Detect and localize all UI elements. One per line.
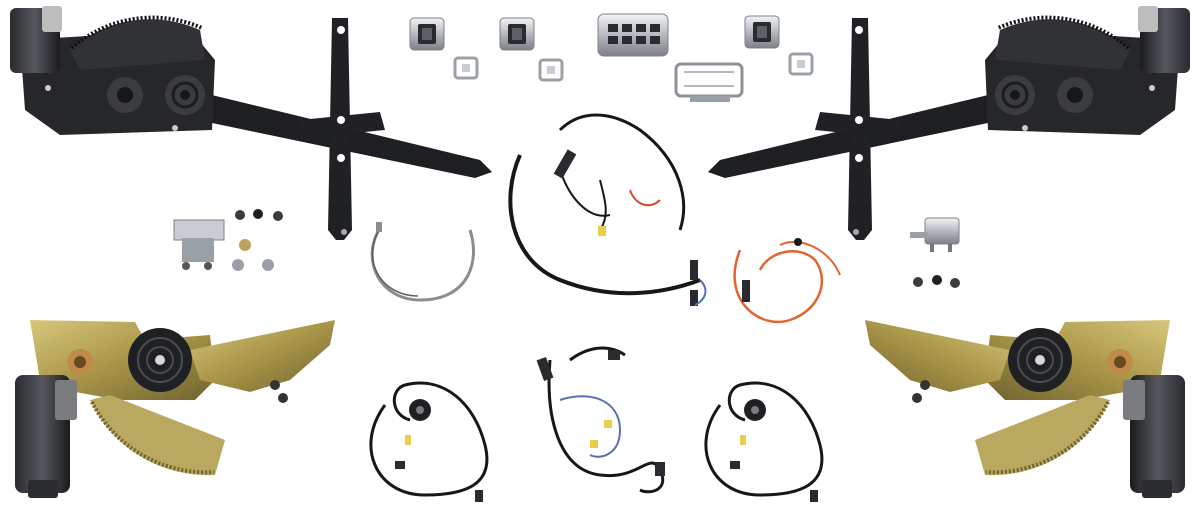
master-switch-bezel: [674, 62, 744, 102]
rear-window-regulator-right: [863, 318, 1187, 500]
master-switch: [597, 13, 669, 57]
circuit-breaker: [173, 219, 225, 270]
front-window-regulator-right: [706, 4, 1192, 242]
relay: [910, 217, 960, 252]
jumper-cable: [370, 222, 475, 302]
mounting-hardware: [232, 209, 283, 271]
window-switch-bezel: [788, 52, 814, 76]
rear-door-harness: [369, 381, 489, 504]
door-harness: [536, 346, 665, 494]
relay-harness: [733, 238, 841, 324]
window-switch: [499, 17, 535, 51]
window-switch: [409, 17, 445, 51]
mounting-hardware: [913, 275, 960, 288]
rear-window-regulator-left: [13, 318, 337, 500]
window-switch-bezel: [453, 56, 479, 80]
window-switch-bezel: [538, 58, 564, 82]
window-switch: [744, 15, 780, 49]
main-wiring-harness: [508, 113, 707, 306]
rear-door-harness: [704, 381, 824, 504]
